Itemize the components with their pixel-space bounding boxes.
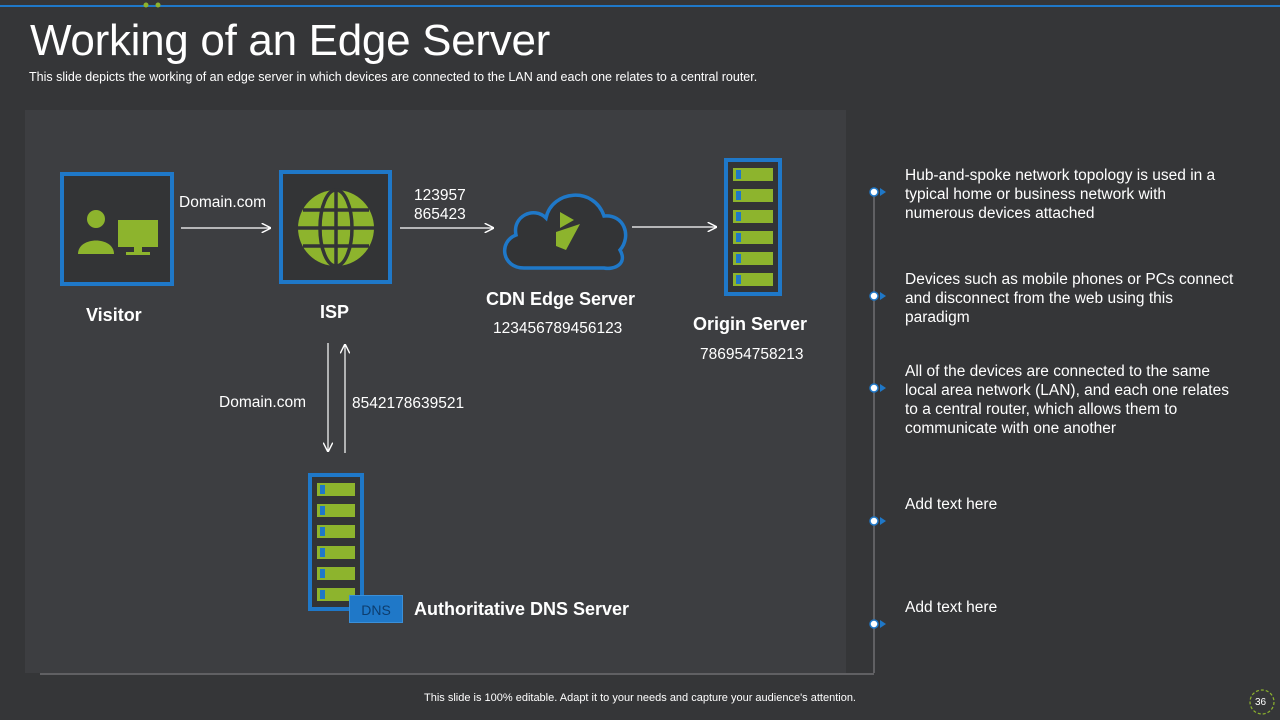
- dns-label: Authoritative DNS Server: [414, 599, 630, 619]
- visitor-label: Visitor: [86, 305, 142, 325]
- origin-server-rack: [724, 158, 782, 296]
- rack-slot-led: [320, 548, 325, 557]
- cdn-label: CDN Edge Server: [486, 289, 636, 309]
- bullet-marker-icon: [869, 291, 886, 301]
- cdn-cloud-icon: [502, 193, 628, 271]
- rack-slot-led: [320, 590, 325, 599]
- rack-slot-led: [736, 191, 741, 200]
- bullet-text: Devices such as mobile phones or PCs con…: [905, 271, 1234, 326]
- rack-slot-led: [736, 254, 741, 263]
- rack-slot: [733, 273, 773, 286]
- rack-slot-led: [320, 569, 325, 578]
- rack-slot: [733, 210, 773, 223]
- page-title: Working of an Edge Server: [30, 16, 550, 65]
- server-rack-icon: [733, 168, 773, 286]
- rack-slot: [733, 231, 773, 244]
- bottom-divider: [40, 673, 874, 675]
- footer-note: This slide is 100% editable. Adapt it to…: [424, 692, 856, 704]
- rack-slot-led: [736, 170, 741, 179]
- edge-label-isp-dns: Domain.com: [219, 394, 306, 411]
- rack-slot: [317, 525, 355, 538]
- rack-slot-led: [320, 527, 325, 536]
- top-dots-decoration: [143, 2, 161, 8]
- globe-icon: [298, 188, 374, 268]
- rack-slot: [317, 588, 355, 601]
- rack-slot: [317, 483, 355, 496]
- rack-slot-led: [320, 485, 325, 494]
- page-number: 36: [1255, 697, 1267, 708]
- origin-label: Origin Server: [693, 314, 808, 334]
- bullet-marker-icon: [869, 187, 886, 197]
- page-number-badge-icon: [1249, 689, 1275, 715]
- edge-label-isp-cdn-2: 865423: [414, 206, 466, 223]
- visitor-node: [60, 172, 174, 286]
- origin-number: 786954758213: [700, 346, 804, 363]
- visitor-computer-icon: [78, 210, 158, 255]
- bullet-text: Add text here: [905, 496, 998, 513]
- bullet-marker-icon: [869, 619, 886, 629]
- rack-slot-led: [736, 233, 741, 242]
- bullet-text: Add text here: [905, 599, 998, 616]
- rack-slot: [317, 567, 355, 580]
- rack-slot: [317, 504, 355, 517]
- rack-slot-led: [736, 212, 741, 221]
- cdn-number: 123456789456123: [493, 320, 623, 337]
- edge-label-dns-isp: 8542178639521: [352, 395, 465, 412]
- isp-node: [279, 170, 392, 284]
- bullet-marker-icon: [869, 516, 886, 526]
- rack-slot: [317, 546, 355, 559]
- rack-slot: [733, 252, 773, 265]
- rack-slot-led: [736, 275, 741, 284]
- edge-label-visitor-isp: Domain.com: [179, 194, 266, 211]
- bullet-timeline: [873, 192, 875, 673]
- server-rack-icon: [317, 483, 355, 601]
- rack-slot: [733, 189, 773, 202]
- isp-label: ISP: [320, 302, 350, 322]
- edge-label-isp-cdn-1: 123957: [414, 187, 466, 204]
- dns-server-rack: [308, 473, 364, 611]
- bullet-text: Hub-and-spoke network topology is used i…: [905, 167, 1216, 222]
- page-subtitle: This slide depicts the working of an edg…: [29, 70, 758, 84]
- dns-badge: DNS: [349, 595, 403, 623]
- rack-slot-led: [320, 506, 325, 515]
- bullet-marker-icon: [869, 383, 886, 393]
- top-accent-line: [0, 5, 1280, 7]
- bullet-text: All of the devices are connected to the …: [905, 363, 1229, 437]
- rack-slot: [733, 168, 773, 181]
